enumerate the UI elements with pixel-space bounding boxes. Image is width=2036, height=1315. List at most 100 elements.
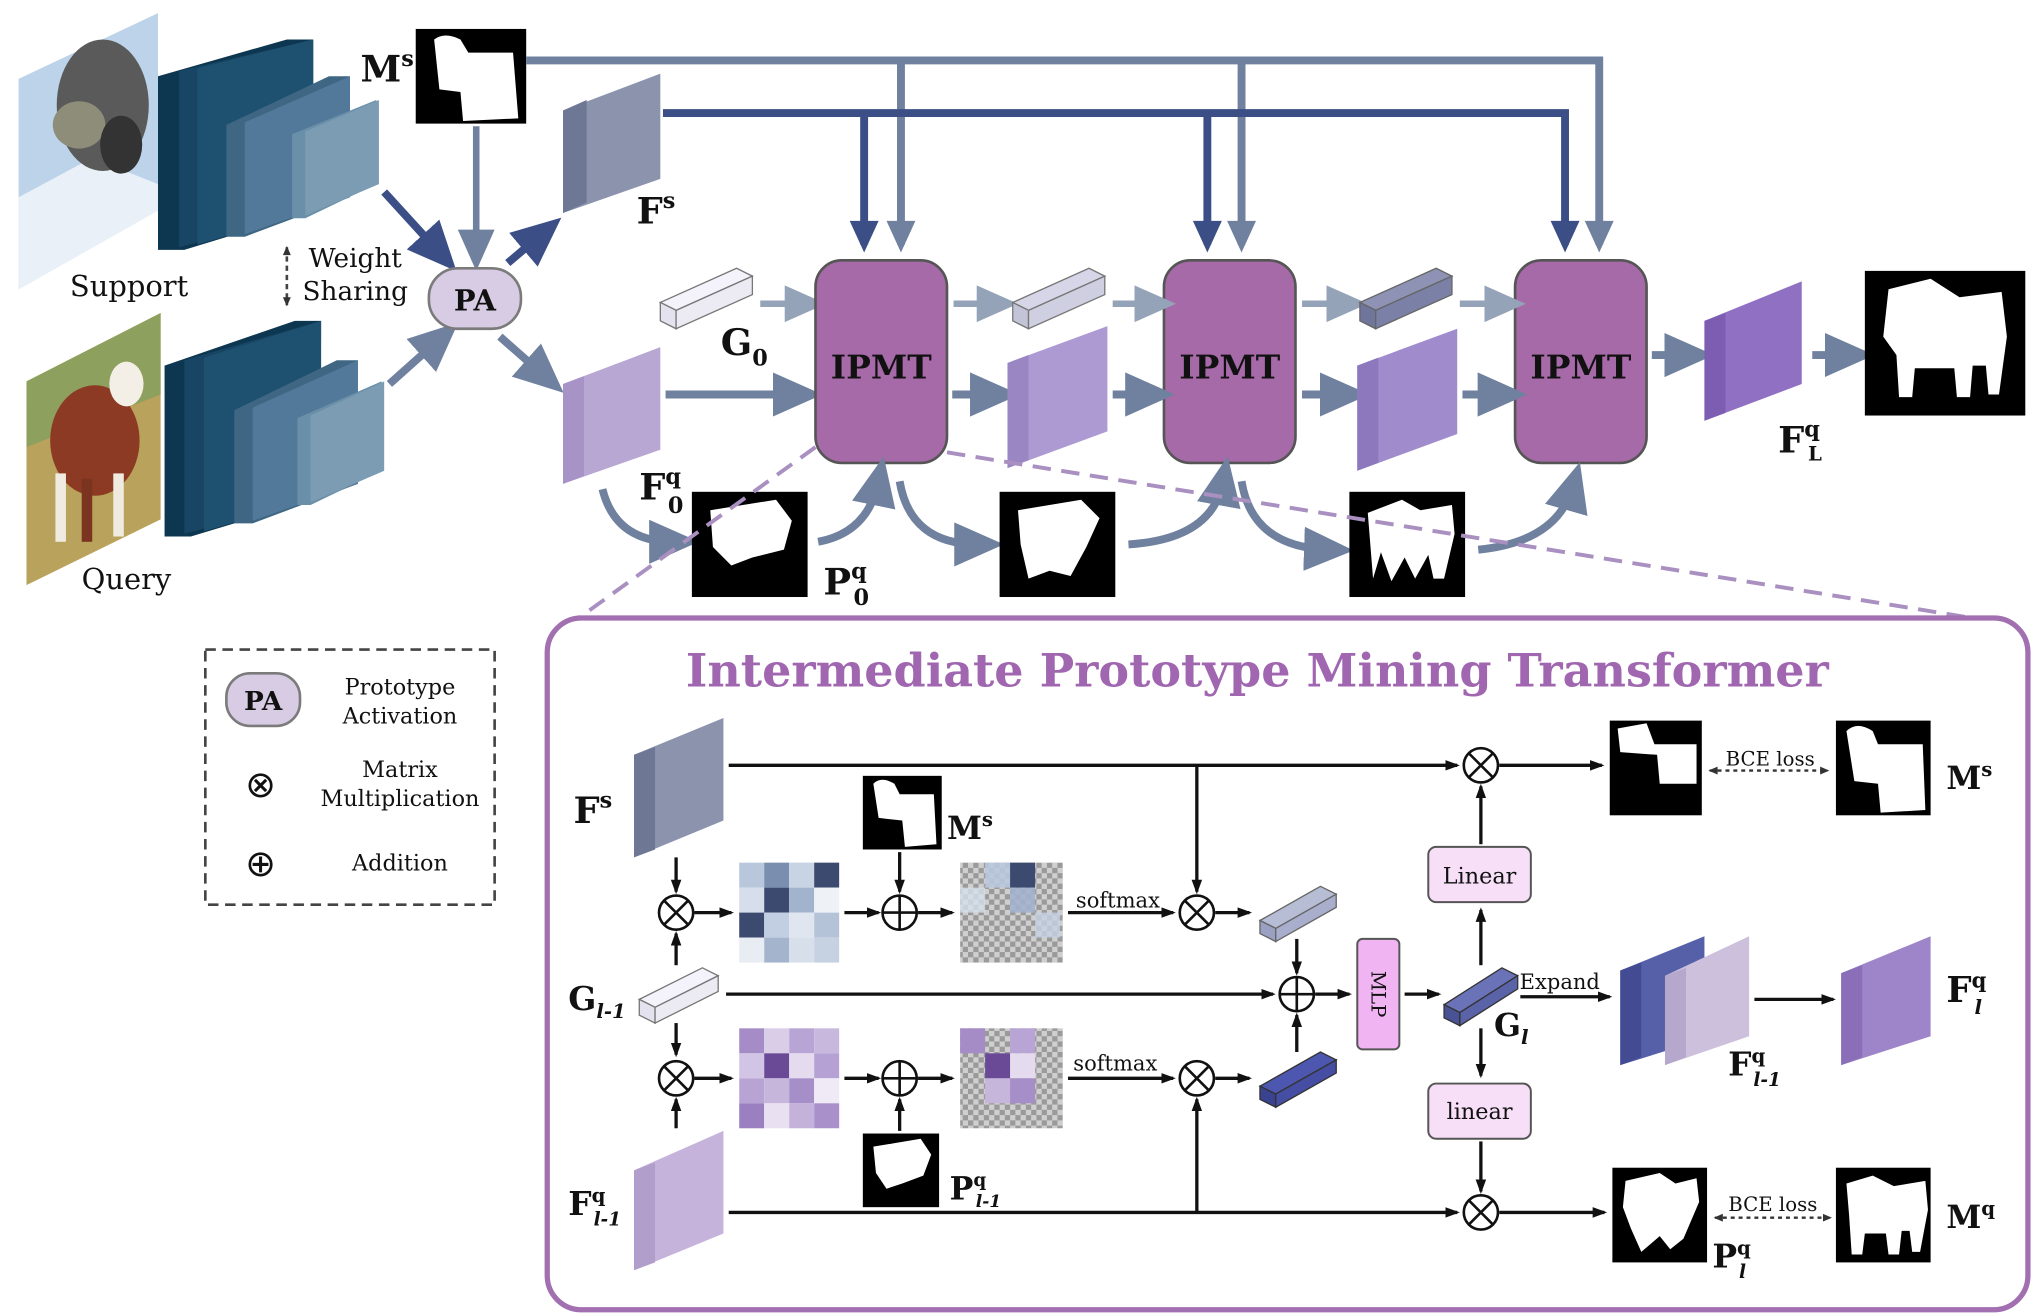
linear-bottom-block: linear: [1427, 1082, 1532, 1140]
matmul-op: [657, 894, 695, 932]
ipmt-block-3: IPMT: [1513, 259, 1648, 465]
matmul-op: [1462, 1194, 1500, 1231]
legend-add-symbol: ⊕: [245, 842, 276, 885]
ipmt-block-2: IPMT: [1162, 259, 1297, 465]
gt-query-mask: [1835, 1167, 1931, 1263]
ipmt-label: IPMT: [1179, 348, 1280, 387]
gt-support-mask: [1835, 720, 1931, 816]
fs-broadcast-line: [662, 109, 1569, 245]
pa-label: PA: [454, 283, 497, 317]
matmul-op: [657, 1059, 695, 1097]
expand-label: Expand: [1520, 969, 1600, 994]
weight-sharing-label: Weight: [309, 244, 403, 274]
detail-ms-label: Ms: [947, 807, 993, 847]
arrow-pa-fs: [505, 217, 562, 267]
bce-bottom-label: BCE loss: [1728, 1193, 1817, 1216]
query-image: [26, 312, 161, 586]
mlp-label: MLP: [1367, 971, 1390, 1018]
arrow-head: [1227, 220, 1257, 253]
legend-pa-text: Prototype: [345, 674, 456, 700]
support-mask-top: [415, 28, 527, 124]
g1-token: [1011, 267, 1107, 330]
p1q-mask: [999, 491, 1116, 598]
support-backbone: [157, 39, 379, 250]
detail-f-cur-block: [1841, 936, 1931, 1066]
p2q-mask: [1349, 491, 1466, 598]
legend-matmul-symbol: ⊗: [245, 763, 276, 806]
gt-ms-label: Ms: [1946, 757, 1992, 797]
softmax-top: softmax: [1076, 887, 1160, 912]
flq-block: [1704, 281, 1802, 421]
arrow-pa-f0q: [497, 333, 564, 393]
softmax-bottom: softmax: [1073, 1050, 1157, 1075]
add-op: [1278, 975, 1316, 1013]
legend-pa-symbol: PA: [244, 686, 283, 717]
weight-sharing-label: Sharing: [303, 277, 409, 307]
attention-map-bottom: [739, 1028, 840, 1129]
arrow-query-pa: [386, 322, 459, 387]
bce-top-label: BCE loss: [1726, 747, 1815, 770]
masked-map-bottom: [960, 1028, 1063, 1129]
matmul-op: [1178, 1059, 1216, 1097]
detail-fs-block: [634, 717, 724, 858]
f1q-block: [1007, 326, 1108, 469]
support-label: Support: [70, 269, 189, 303]
legend-matmul-text: Multiplication: [320, 786, 479, 812]
arrow-head: [1192, 220, 1222, 253]
arrow-head: [1550, 220, 1580, 253]
legend-add-text: Addition: [351, 851, 448, 877]
curve-arrow: [598, 488, 699, 564]
proto-token-top: [1258, 885, 1338, 943]
ms-broadcast-line: [526, 56, 1604, 245]
masked-map-top: [960, 862, 1063, 963]
detail-g-cur-token: [1442, 967, 1520, 1027]
arrow-support-pa: [381, 189, 457, 272]
query-backbone: [164, 320, 385, 537]
arrow-head: [886, 220, 916, 253]
legend-matmul-text: Matrix: [362, 757, 438, 783]
ipmt-label: IPMT: [831, 348, 932, 387]
fs-block: [563, 73, 661, 214]
g0-token: [658, 267, 754, 330]
expanded-g-block: [1620, 936, 1750, 1066]
arrow-head: [1584, 220, 1614, 253]
add-op: [881, 894, 919, 932]
mlp-block: MLP: [1356, 937, 1401, 1051]
curve-arrow: [1128, 456, 1241, 549]
detail-g-prev-label: Gl-1: [568, 979, 625, 1023]
add-op: [881, 1059, 919, 1097]
g2-token: [1358, 267, 1454, 330]
curve-arrow: [895, 480, 1004, 567]
matmul-op: [1178, 894, 1216, 932]
query-label: Query: [82, 562, 172, 596]
ms-label-top: Ms: [361, 46, 414, 91]
pred-query-mask: [1612, 1167, 1708, 1263]
detail-f-prev-block: [634, 1130, 724, 1271]
ipmt-label: IPMT: [1530, 348, 1631, 387]
pred-support-mask: [1609, 720, 1702, 816]
curve-arrow: [1237, 480, 1354, 571]
curve-arrow: [817, 456, 896, 546]
pa-node: PA: [427, 266, 523, 331]
fs-label: Fs: [637, 188, 676, 233]
g0-label: G0: [721, 320, 768, 372]
detail-fs-label: Fs: [574, 787, 613, 832]
detail-support-mask: [862, 775, 942, 850]
support-image: [18, 13, 158, 290]
legend-box: PA Prototype Activation ⊗ Matrix Multipl…: [204, 648, 496, 907]
final-mask: [1864, 270, 2026, 416]
ipmt-block-1: IPMT: [814, 259, 949, 465]
arrow-head: [849, 220, 879, 253]
detail-g-prev-token: [637, 967, 720, 1025]
linear-top-block: Linear: [1427, 845, 1532, 904]
legend-pa-text: Activation: [342, 703, 458, 729]
f2q-block: [1357, 328, 1458, 471]
linear-top-label: Linear: [1443, 864, 1517, 890]
